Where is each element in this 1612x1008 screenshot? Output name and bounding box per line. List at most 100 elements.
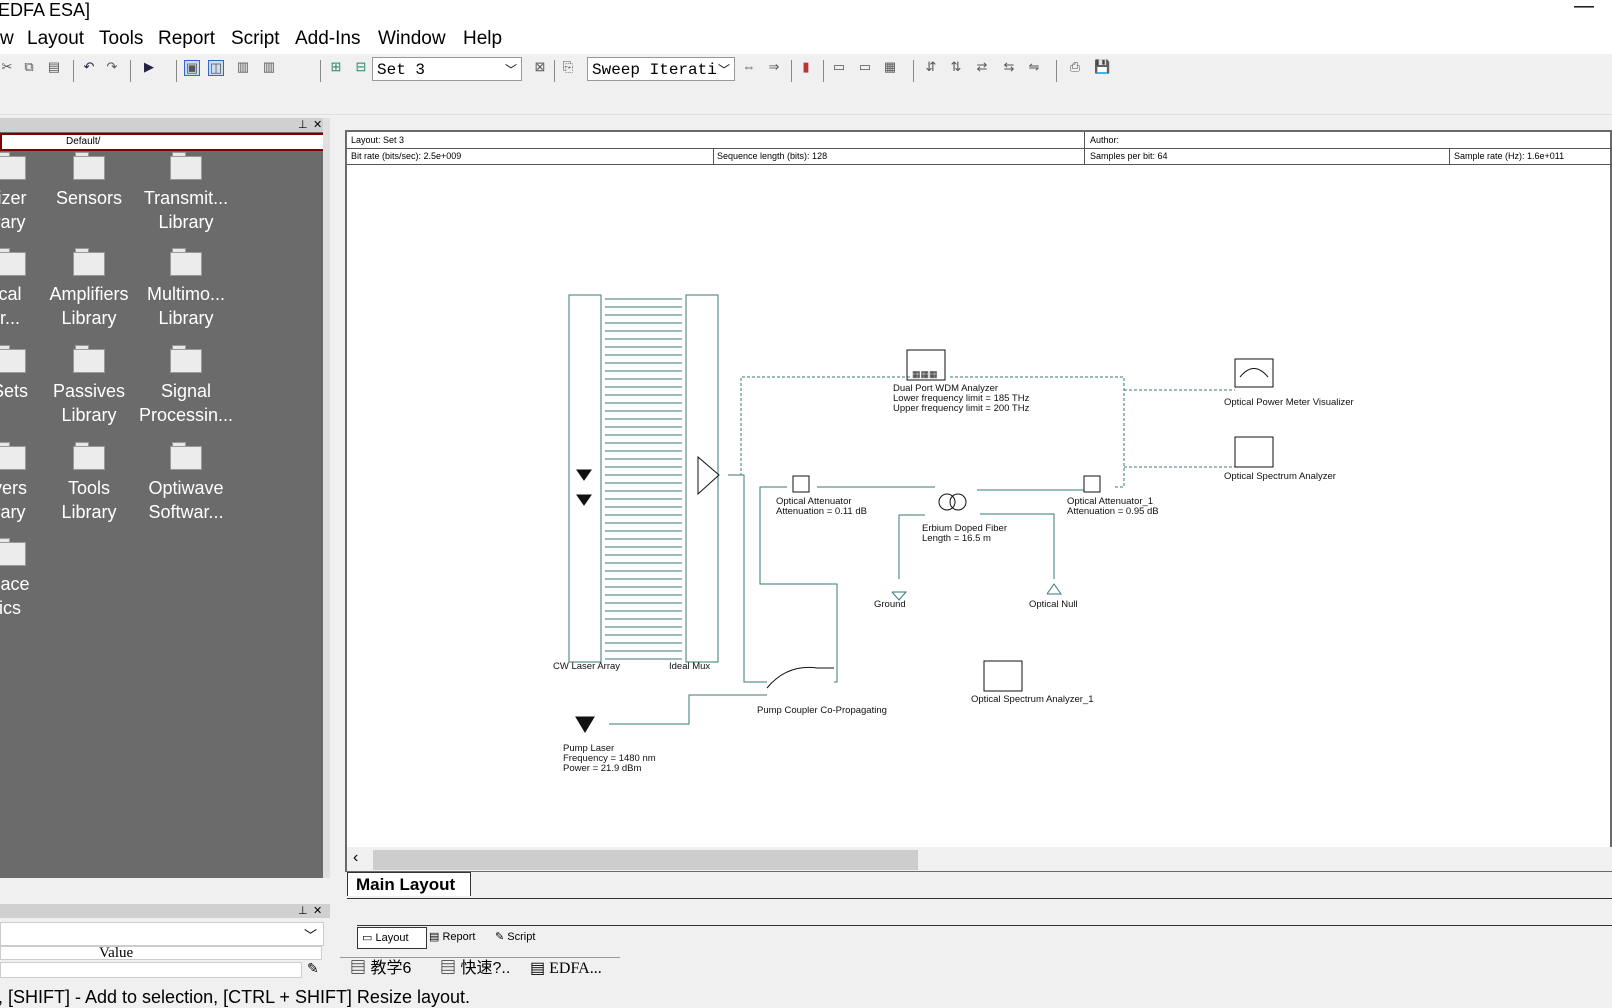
- sweep-iteration-combo[interactable]: Sweep Iterati ﹀: [587, 57, 735, 81]
- library-folder-label[interactable]: vers rary: [0, 478, 27, 522]
- layout-set-icon[interactable]: ⊟: [355, 59, 367, 74]
- tool4-icon[interactable]: ⇆: [1003, 59, 1015, 74]
- menu-view[interactable]: w: [0, 28, 14, 49]
- library-folder-label[interactable]: Multimo... Library: [146, 284, 225, 328]
- library-folder-label[interactable]: Tools Library: [61, 478, 117, 522]
- close-icon[interactable]: ✕: [313, 119, 323, 131]
- window-icon[interactable]: ▭: [832, 59, 846, 74]
- folder-icon[interactable]: [0, 152, 26, 180]
- window2-icon[interactable]: ▭: [858, 59, 872, 74]
- ideal-mux-label[interactable]: Ideal Mux: [669, 661, 711, 672]
- spectrum-analyzer-1-label[interactable]: Optical Spectrum Analyzer_1: [971, 694, 1094, 705]
- scroll-left-icon[interactable]: ‹: [353, 849, 359, 866]
- document-tab-1[interactable]: ▤ 教学6: [350, 960, 412, 977]
- document-tab-3[interactable]: ▤ EDFA...: [530, 960, 602, 977]
- window3-icon[interactable]: ▦: [883, 59, 897, 74]
- edit-property-icon[interactable]: ✎: [307, 960, 319, 976]
- cut-icon[interactable]: ✂: [1, 59, 13, 74]
- title-bar: EDFA ESA] —: [0, 0, 1612, 24]
- library-folder-label[interactable]: lizer rary: [0, 188, 27, 232]
- folder-icon[interactable]: [73, 345, 105, 373]
- scrollbar-thumb[interactable]: [373, 850, 918, 870]
- sweep-next-icon[interactable]: ⇒: [768, 59, 780, 74]
- panel-view-icon[interactable]: ▥: [236, 59, 250, 74]
- library-folder-label[interactable]: Passives Library: [52, 381, 126, 425]
- horizontal-scrollbar[interactable]: ‹: [347, 847, 1612, 871]
- menu-window[interactable]: Window: [378, 28, 446, 49]
- folder-icon[interactable]: [73, 248, 105, 276]
- run-icon[interactable]: ▶: [144, 59, 154, 74]
- tool1-icon[interactable]: ⇵: [925, 59, 937, 74]
- close-layout-icon[interactable]: ⊠: [534, 59, 546, 74]
- folder-icon[interactable]: [0, 248, 26, 276]
- wdm-analyzer-label[interactable]: Dual Port WDM Analyzer Lower frequency l…: [893, 383, 1030, 414]
- folder-icon[interactable]: [170, 248, 202, 276]
- library-folder-label[interactable]: Transmit... Library: [143, 188, 229, 232]
- tab-report[interactable]: ▤ Report: [429, 931, 476, 943]
- split-view-icon[interactable]: ◫: [208, 60, 224, 76]
- tab-script[interactable]: ✎ Script: [495, 931, 536, 943]
- folder-icon[interactable]: [170, 152, 202, 180]
- folder-icon[interactable]: [0, 345, 26, 373]
- ground-label[interactable]: Ground: [874, 599, 906, 610]
- library-folder-label[interactable]: Amplifiers Library: [49, 284, 129, 328]
- window-title: EDFA ESA]: [0, 0, 91, 20]
- sweep-icon[interactable]: ⎘: [562, 59, 574, 74]
- minimize-button[interactable]: —: [1574, 0, 1594, 17]
- optical-null-label[interactable]: Optical Null: [1029, 599, 1078, 610]
- copy-icon[interactable]: ⧉: [24, 59, 34, 74]
- sweep-prev-icon[interactable]: ⇔: [742, 59, 756, 74]
- dock-icon[interactable]: ⊥: [298, 905, 308, 917]
- library-tab[interactable]: Default/: [0, 133, 327, 151]
- layout-canvas[interactable]: Layout: Set 3 Author: Bit rate (bits/sec…: [345, 130, 1612, 872]
- power-meter-label[interactable]: Optical Power Meter Visualizer: [1224, 397, 1354, 408]
- pump-laser-label[interactable]: Pump Laser Frequency = 1480 nm Power = 2…: [563, 743, 656, 774]
- redo-icon[interactable]: ↷: [106, 59, 118, 74]
- edf-label[interactable]: Erbium Doped Fiber Length = 16.5 m: [922, 523, 1008, 544]
- tool5-icon[interactable]: ⇋: [1028, 59, 1040, 74]
- properties-component-select[interactable]: ﹀: [0, 922, 324, 946]
- library-folder-label[interactable]: Sets: [0, 381, 29, 401]
- tab-main-layout[interactable]: Main Layout: [347, 872, 471, 896]
- folder-icon[interactable]: [170, 442, 202, 470]
- menu-report[interactable]: Report: [158, 28, 216, 49]
- dock-icon[interactable]: ⊥: [298, 119, 308, 131]
- tool2-icon[interactable]: ⇅: [950, 59, 962, 74]
- save-icon[interactable]: 💾: [1094, 59, 1111, 74]
- tab-layout[interactable]: ▭ Layout: [357, 927, 427, 949]
- panel-splitter[interactable]: [323, 118, 330, 878]
- cw-laser-array-body: [568, 294, 602, 663]
- library-folder-label[interactable]: Optiwave Softwar...: [148, 478, 224, 522]
- paste-icon[interactable]: ▤: [47, 59, 61, 74]
- folder-icon[interactable]: [170, 345, 202, 373]
- report-icon[interactable]: ▮: [802, 59, 810, 74]
- library-folder-label[interactable]: Sensors: [55, 188, 123, 208]
- cw-laser-array-label[interactable]: CW Laser Array: [553, 661, 621, 672]
- properties-row[interactable]: [0, 962, 302, 978]
- attenuator-1-label[interactable]: Optical Attenuator_1 Attenuation = 0.95 …: [1067, 496, 1159, 517]
- menu-script[interactable]: Script: [231, 28, 280, 49]
- export-icon[interactable]: ⎙: [1069, 59, 1081, 74]
- close-icon[interactable]: ✕: [313, 905, 323, 917]
- attenuator-label[interactable]: Optical Attenuator Attenuation = 0.11 dB: [776, 496, 867, 517]
- layout-view-icon[interactable]: ▣: [184, 60, 200, 76]
- menu-layout[interactable]: Layout: [27, 28, 85, 49]
- folder-icon[interactable]: [0, 538, 26, 566]
- panel-view2-icon[interactable]: ▥: [262, 59, 276, 74]
- menu-add-ins[interactable]: Add-Ins: [295, 28, 361, 49]
- folder-icon[interactable]: [73, 152, 105, 180]
- library-folder-label[interactable]: cal r...: [0, 284, 22, 328]
- library-folder-label[interactable]: Signal Processin...: [138, 381, 234, 425]
- undo-icon[interactable]: ↶: [83, 59, 95, 74]
- library-folder-label[interactable]: pace ics: [0, 574, 30, 618]
- menu-help[interactable]: Help: [463, 28, 503, 49]
- spectrum-analyzer-label[interactable]: Optical Spectrum Analyzer: [1224, 471, 1336, 482]
- menu-tools[interactable]: Tools: [99, 28, 144, 49]
- layout-set-combo[interactable]: Set 3 ﹀: [372, 57, 522, 81]
- tool3-icon[interactable]: ⇄: [976, 59, 988, 74]
- document-tab-2[interactable]: ▤ 快速?..: [440, 960, 511, 977]
- folder-icon[interactable]: [0, 442, 26, 470]
- folder-icon[interactable]: [73, 442, 105, 470]
- add-layout-icon[interactable]: ⊞: [330, 59, 342, 74]
- pump-coupler-label[interactable]: Pump Coupler Co-Propagating: [757, 705, 887, 716]
